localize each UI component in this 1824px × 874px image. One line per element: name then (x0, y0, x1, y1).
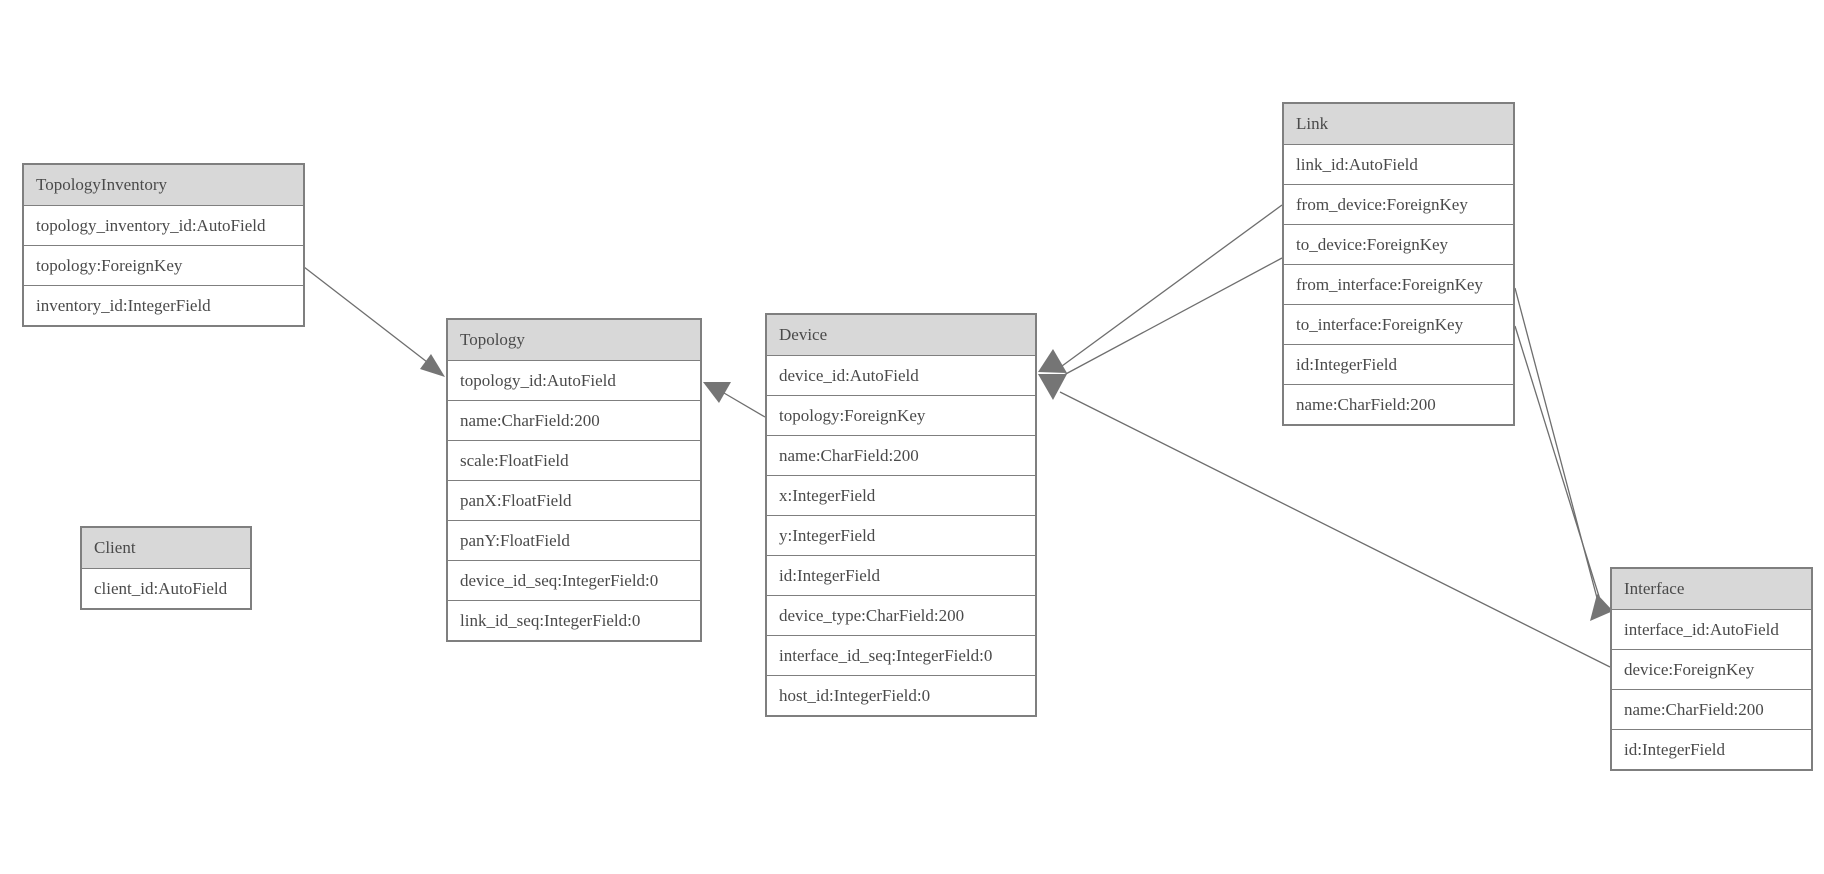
arrowhead-into-device-lower (1038, 374, 1067, 400)
field-row: x:IntegerField (767, 476, 1035, 516)
field-row: device_type:CharField:200 (767, 596, 1035, 636)
entity-topology-title: Topology (448, 320, 700, 361)
field-row: from_device:ForeignKey (1284, 185, 1513, 225)
field-row: link_id_seq:IntegerField:0 (448, 601, 700, 640)
edge-link-fromdevice-device (1061, 204, 1283, 367)
field-row: name:CharField:200 (1284, 385, 1513, 424)
arrowhead-into-topology-right (703, 382, 731, 403)
field-row: interface_id_seq:IntegerField:0 (767, 636, 1035, 676)
field-row: device_id:AutoField (767, 356, 1035, 396)
edge-device-topology (723, 392, 766, 418)
field-row: interface_id:AutoField (1612, 610, 1811, 650)
entity-device-title: Device (767, 315, 1035, 356)
edge-link-todevice-device (1061, 257, 1283, 377)
field-row: y:IntegerField (767, 516, 1035, 556)
edge-interface-device (1059, 391, 1611, 668)
field-row: link_id:AutoField (1284, 145, 1513, 185)
entity-topologyinventory-title: TopologyInventory (24, 165, 303, 206)
entity-client: Client client_id:AutoField (80, 526, 252, 610)
field-row: inventory_id:IntegerField (24, 286, 303, 325)
entity-interface-title: Interface (1612, 569, 1811, 610)
field-row: id:IntegerField (1612, 730, 1811, 769)
entity-client-title: Client (82, 528, 250, 569)
field-row: name:CharField:200 (448, 401, 700, 441)
field-row: topology:ForeignKey (24, 246, 303, 286)
edge-link-tointerface-interface (1514, 325, 1603, 607)
field-row: name:CharField:200 (767, 436, 1035, 476)
field-row: name:CharField:200 (1612, 690, 1811, 730)
field-row: panX:FloatField (448, 481, 700, 521)
field-row: panY:FloatField (448, 521, 700, 561)
arrowhead-into-topology-left (420, 354, 445, 377)
field-row: to_device:ForeignKey (1284, 225, 1513, 265)
field-row: to_interface:ForeignKey (1284, 305, 1513, 345)
entity-client-fields: client_id:AutoField (82, 569, 250, 608)
edge-topologyinventory-topology (303, 266, 441, 373)
entity-topologyinventory: TopologyInventory topology_inventory_id:… (22, 163, 305, 327)
field-row: id:IntegerField (767, 556, 1035, 596)
field-row: from_interface:ForeignKey (1284, 265, 1513, 305)
arrowhead-into-device-upper (1038, 349, 1067, 373)
field-row: scale:FloatField (448, 441, 700, 481)
field-row: host_id:IntegerField:0 (767, 676, 1035, 715)
field-row: device:ForeignKey (1612, 650, 1811, 690)
field-row: topology:ForeignKey (767, 396, 1035, 436)
field-row: topology_inventory_id:AutoField (24, 206, 303, 246)
field-row: device_id_seq:IntegerField:0 (448, 561, 700, 601)
field-row: topology_id:AutoField (448, 361, 700, 401)
field-row: client_id:AutoField (82, 569, 250, 608)
entity-link-title: Link (1284, 104, 1513, 145)
field-row: id:IntegerField (1284, 345, 1513, 385)
arrowhead-into-interface (1590, 594, 1613, 621)
